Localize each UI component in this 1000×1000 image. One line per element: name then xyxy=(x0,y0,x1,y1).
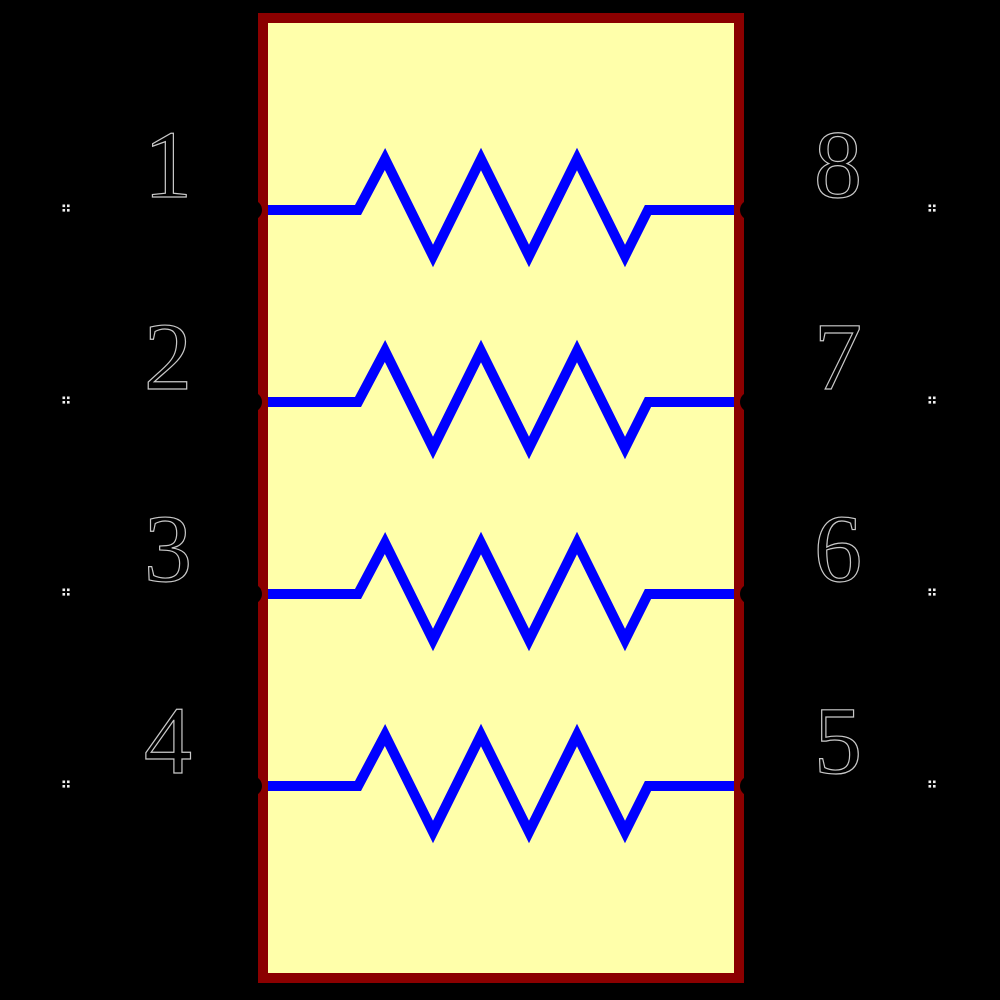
resistor-4[interactable] xyxy=(268,723,734,844)
resistor-1[interactable] xyxy=(268,147,734,268)
pin-number-2[interactable]: 2 xyxy=(143,302,192,410)
pin-number-7[interactable]: 7 xyxy=(813,302,862,410)
pin1-junction-dot xyxy=(242,200,262,220)
resistor-2[interactable] xyxy=(268,339,734,460)
pin4-junction-dot xyxy=(242,776,262,796)
pin2-junction-dot xyxy=(242,392,262,412)
pin5-junction-dot xyxy=(740,776,760,796)
pin7-junction-dot xyxy=(740,392,760,412)
pin-number-4[interactable]: 4 xyxy=(143,686,192,794)
pin-number-3[interactable]: 3 xyxy=(143,494,192,602)
pin-number-6[interactable]: 6 xyxy=(813,494,862,602)
pin6-junction-dot xyxy=(740,584,760,604)
pin-number-5[interactable]: 5 xyxy=(813,686,862,794)
resistor-3[interactable] xyxy=(268,531,734,652)
component-body[interactable] xyxy=(258,13,744,983)
pin3-junction-dot xyxy=(242,584,262,604)
pin-number-8[interactable]: 8 xyxy=(813,110,862,218)
pin8-junction-dot xyxy=(740,200,760,220)
pin-number-1[interactable]: 1 xyxy=(143,110,192,218)
